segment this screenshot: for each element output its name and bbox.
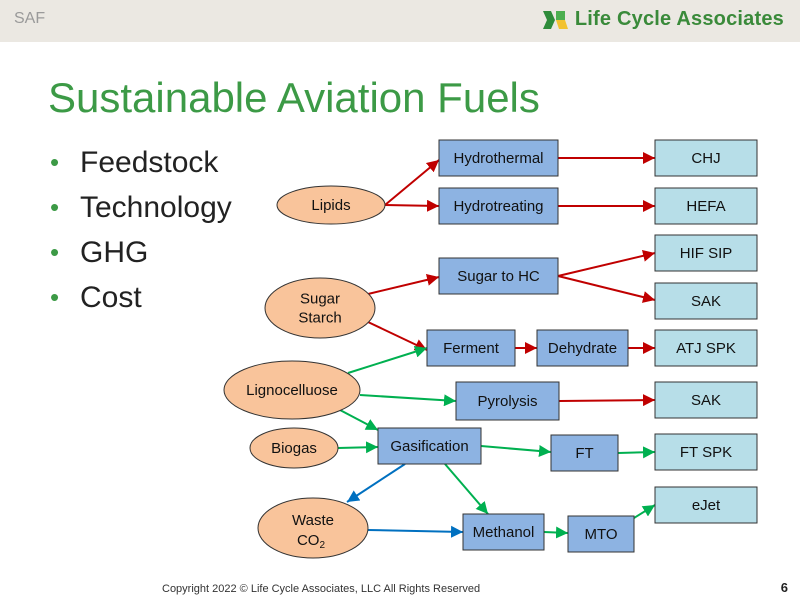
process-node-ft: FT <box>550 434 619 472</box>
company-logo: Life Cycle Associates <box>542 8 784 31</box>
process-node-mto: MTO <box>567 515 635 553</box>
slide-title: Sustainable Aviation Fuels <box>48 74 540 121</box>
product-node-ftspk: FT SPK <box>654 433 758 471</box>
product-label: CHJ <box>691 150 720 167</box>
process-label: Pyrolysis <box>477 393 537 410</box>
feedstock-label: Lipids <box>311 197 350 214</box>
product-label: SAK <box>691 293 721 310</box>
copyright-footer: Copyright 2022 © Life Cycle Associates, … <box>162 583 481 595</box>
process-label: Hydrotreating <box>453 198 543 215</box>
bullet-icon: • <box>50 282 60 312</box>
process-label: FT <box>575 445 593 462</box>
edge-ligno-to-gasification <box>339 409 379 431</box>
bullet-list: •Feedstock •Technology •GHG •Cost <box>50 140 232 320</box>
bullet-icon: • <box>50 147 60 177</box>
product-node-hefa: HEFA <box>654 187 758 225</box>
edge-lipids-to-hydrotreating <box>384 199 440 212</box>
bullet-icon: • <box>50 237 60 267</box>
edge-gasification-to-co2 <box>346 463 406 503</box>
edge-sugar-to-ferment <box>367 321 428 351</box>
edge-sugar-to-sugarhc <box>367 273 440 295</box>
process-node-hydrotreating: Hydrotreating <box>438 187 559 225</box>
section-label: SAF <box>14 10 46 27</box>
feedstock-label: Waste <box>292 512 334 529</box>
edge-pyrolysis-to-sak2 <box>558 394 656 407</box>
feedstock-node-ligno: Lignocelluose <box>223 360 361 420</box>
header-bar: SAF Life Cycle Associates <box>0 0 800 42</box>
process-label: Hydrothermal <box>453 150 543 167</box>
bullet-item: •GHG <box>50 235 149 269</box>
edge-ft-to-ftspk <box>617 446 656 459</box>
process-node-gasification: Gasification <box>377 427 482 465</box>
page-number: 6 <box>780 580 788 595</box>
edge-sugarhc-to-sak1 <box>557 275 656 303</box>
edge-mto-to-ejet <box>633 504 656 519</box>
edge-sugarhc-to-hifsip <box>557 249 656 277</box>
product-node-sak1: SAK <box>654 282 758 320</box>
process-node-ferment: Ferment <box>426 329 516 367</box>
feedstock-label: Sugar <box>300 291 340 308</box>
product-label: HIF SIP <box>680 245 733 262</box>
feedstock-label: Starch <box>298 310 341 327</box>
bullet-item: •Technology <box>50 190 232 224</box>
feedstock-label: Lignocelluose <box>246 382 338 399</box>
edge-ligno-to-ferment <box>347 345 428 374</box>
product-label: SAK <box>691 392 721 409</box>
edge-methanol-to-mto <box>543 526 569 539</box>
feedstock-node-biogas: Biogas <box>249 427 339 469</box>
process-label: MTO <box>584 526 617 543</box>
feedstock-node-lipids: Lipids <box>276 185 386 225</box>
process-node-pyrolysis: Pyrolysis <box>455 381 560 421</box>
process-label: Ferment <box>443 340 500 357</box>
logo-text: Life Cycle Associates <box>574 8 784 30</box>
process-node-sugarhc: Sugar to HC <box>438 257 559 295</box>
bullet-icon: • <box>50 192 60 222</box>
product-node-sak2: SAK <box>654 381 758 419</box>
product-node-chj: CHJ <box>654 139 758 177</box>
bullet-item: •Cost <box>50 280 142 314</box>
product-label: FT SPK <box>680 444 732 461</box>
process-label: Gasification <box>390 438 468 455</box>
feedstock-label: CO2 <box>297 532 326 551</box>
process-label: Sugar to HC <box>457 268 540 285</box>
bullet-item: •Feedstock <box>50 145 219 179</box>
edge-gasification-to-methanol <box>444 463 489 515</box>
process-label: Dehydrate <box>548 340 617 357</box>
product-node-atjspk: ATJ SPK <box>654 329 758 367</box>
product-node-hifsip: HIF SIP <box>654 234 758 272</box>
logo-icon <box>542 10 568 29</box>
process-node-hydrothermal: Hydrothermal <box>438 139 559 177</box>
edge-biogas-to-gasification <box>337 441 379 454</box>
product-node-ejet: eJet <box>654 486 758 524</box>
product-label: ATJ SPK <box>676 340 736 357</box>
process-node-dehydrate: Dehydrate <box>536 329 629 367</box>
edge-gasification-to-ft <box>480 444 552 457</box>
process-label: Methanol <box>473 524 535 541</box>
product-label: eJet <box>692 497 721 514</box>
edge-co2-to-methanol <box>367 525 464 538</box>
feedstock-label: Biogas <box>271 440 317 457</box>
process-node-methanol: Methanol <box>462 513 545 551</box>
edge-lipids-to-hydrothermal <box>384 159 440 206</box>
product-label: HEFA <box>686 198 725 215</box>
edge-ligno-to-pyrolysis <box>359 394 457 407</box>
